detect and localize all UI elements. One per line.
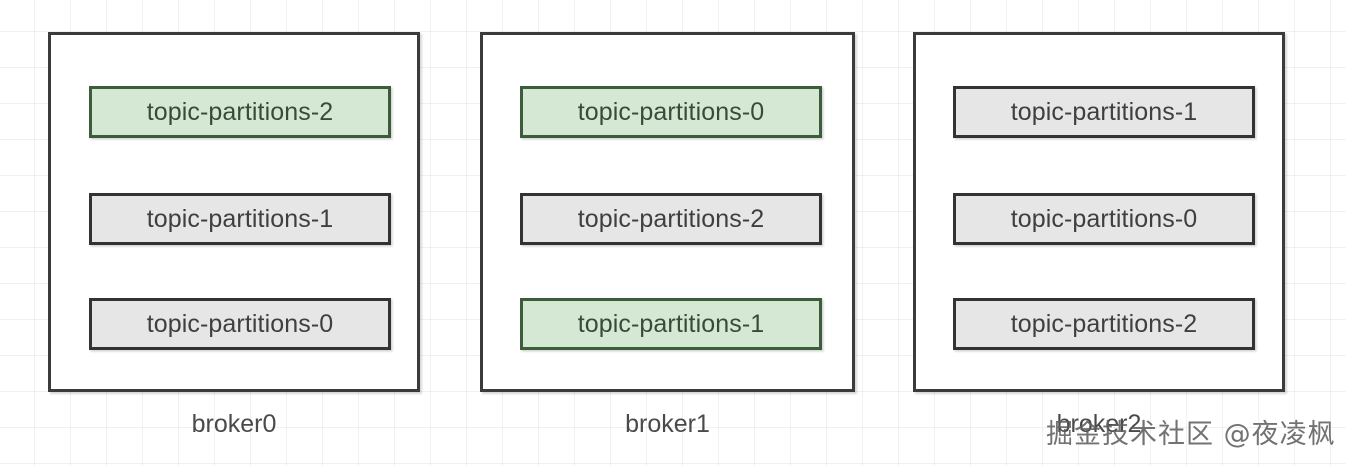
broker-caption-1: broker1 — [625, 410, 710, 438]
partition-box-2-1[interactable]: topic-partitions-0 — [953, 193, 1255, 245]
partition-label: topic-partitions-1 — [577, 309, 765, 338]
partition-box-1-1[interactable]: topic-partitions-2 — [520, 193, 822, 245]
broker-caption-0: broker0 — [191, 410, 277, 438]
partition-box-1-0[interactable]: topic-partitions-0 — [520, 86, 822, 138]
partition-box-0-2[interactable]: topic-partitions-0 — [89, 298, 391, 350]
partition-box-1-2[interactable]: topic-partitions-1 — [520, 298, 822, 350]
broker-container-1[interactable]: topic-partitions-0 topic-partitions-2 to… — [480, 32, 855, 392]
partition-box-2-2[interactable]: topic-partitions-2 — [953, 298, 1255, 350]
partition-box-0-0[interactable]: topic-partitions-2 — [89, 86, 391, 138]
partition-label: topic-partitions-2 — [146, 97, 334, 126]
partition-box-0-1[interactable]: topic-partitions-1 — [89, 193, 391, 245]
broker-container-0[interactable]: topic-partitions-2 topic-partitions-1 to… — [48, 32, 420, 392]
partition-label: topic-partitions-0 — [146, 309, 334, 338]
partition-label: topic-partitions-1 — [146, 204, 334, 233]
partition-label: topic-partitions-0 — [577, 97, 765, 126]
partition-label: topic-partitions-0 — [1010, 204, 1198, 233]
partition-label: topic-partitions-2 — [1010, 309, 1198, 338]
partition-box-2-0[interactable]: topic-partitions-1 — [953, 86, 1255, 138]
partition-label: topic-partitions-2 — [577, 204, 765, 233]
partition-label: topic-partitions-1 — [1010, 97, 1198, 126]
broker-caption-2: broker2 — [1056, 410, 1142, 438]
broker-container-2[interactable]: topic-partitions-1 topic-partitions-0 to… — [913, 32, 1285, 392]
